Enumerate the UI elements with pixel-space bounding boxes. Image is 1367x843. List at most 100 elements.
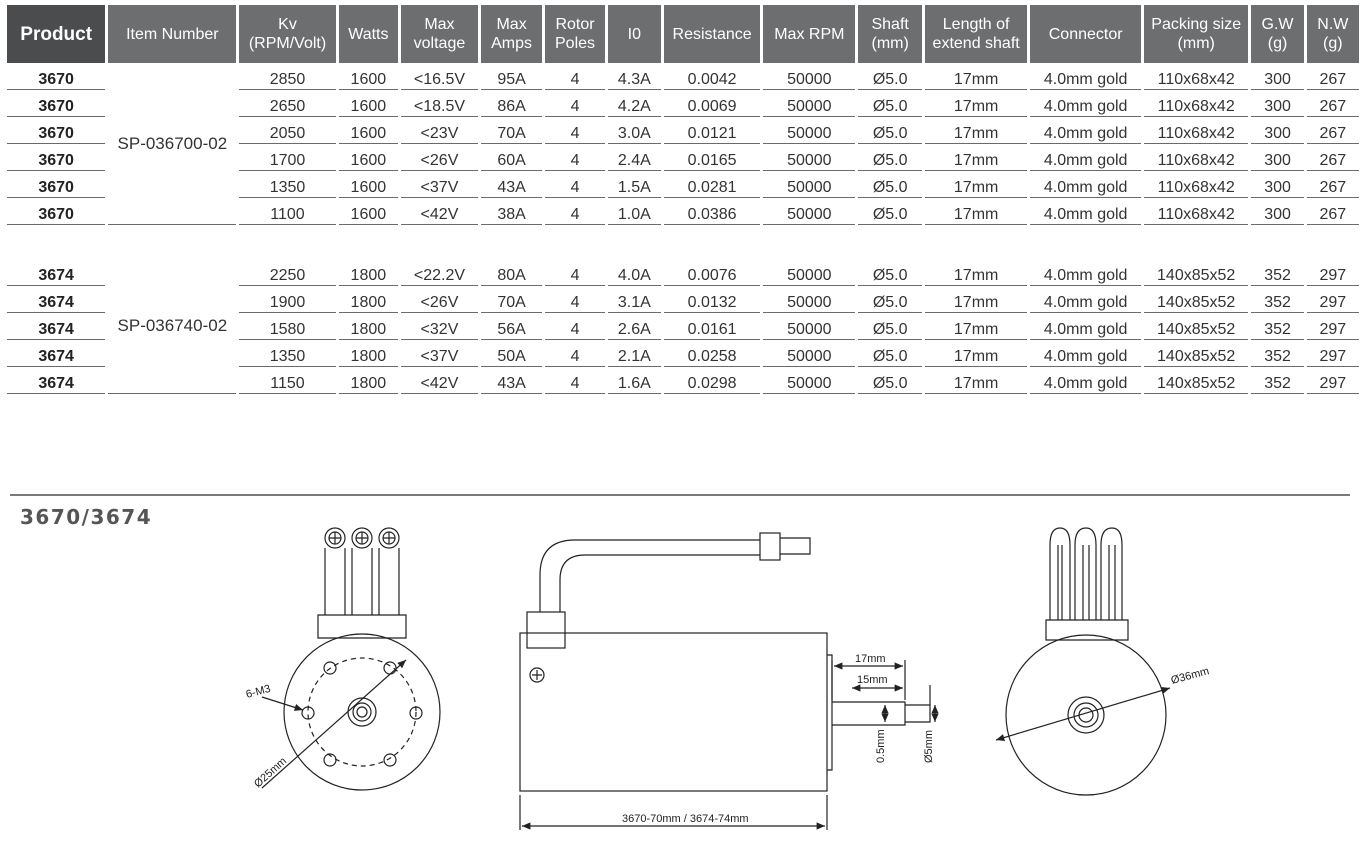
col-packing: Packing size (mm) xyxy=(1143,5,1249,63)
table-cell: <37V xyxy=(401,171,478,198)
table-cell: 17mm xyxy=(924,171,1028,198)
label-17mm: 17mm xyxy=(855,653,886,665)
table-cell: 110x68x42 xyxy=(1143,198,1249,225)
table-cell: 4 xyxy=(545,144,605,171)
col-max-amps-l1: Max xyxy=(496,16,527,33)
table-cell: 352 xyxy=(1251,259,1304,286)
table-cell: <42V xyxy=(401,198,478,225)
terminal-screws xyxy=(324,527,400,549)
table-cell: 4.0mm gold xyxy=(1030,286,1141,313)
col-item-number: Item Number xyxy=(108,5,237,63)
table-cell: 140x85x52 xyxy=(1143,313,1249,340)
table-cell: 43A xyxy=(480,367,543,394)
table-cell: 2650 xyxy=(239,90,336,117)
table-cell: 300 xyxy=(1251,144,1304,171)
col-max-voltage-l1: Max xyxy=(424,16,455,33)
table-cell: <26V xyxy=(401,286,478,313)
table-cell: 140x85x52 xyxy=(1143,286,1249,313)
table-cell: 297 xyxy=(1306,286,1359,313)
table-cell: 1800 xyxy=(338,313,399,340)
product-cell: 3674 xyxy=(7,313,106,340)
table-cell: 17mm xyxy=(924,313,1028,340)
col-length-l1: Length of xyxy=(942,16,1010,33)
table-cell: 300 xyxy=(1251,63,1304,90)
col-packing-l1: Packing size xyxy=(1151,16,1242,33)
table-cell: 50000 xyxy=(763,286,856,313)
table-cell: 50000 xyxy=(763,259,856,286)
table-cell: 1150 xyxy=(239,367,336,394)
table-cell: 4.3A xyxy=(607,63,661,90)
table-cell: 2050 xyxy=(239,117,336,144)
table-cell: Ø5.0 xyxy=(858,259,922,286)
table-cell: 1.0A xyxy=(607,198,661,225)
side-view-drawing xyxy=(519,532,939,830)
table-cell: Ø5.0 xyxy=(858,90,922,117)
table-cell: 4 xyxy=(545,367,605,394)
table-cell: 1.5A xyxy=(607,171,661,198)
table-cell: Ø5.0 xyxy=(858,63,922,90)
label-length: 3670-70mm / 3674-74mm xyxy=(622,813,749,825)
table-cell: 2250 xyxy=(239,259,336,286)
table-cell: <26V xyxy=(401,144,478,171)
col-kv-l1: Kv xyxy=(278,16,297,33)
col-max-amps-l2: Amps xyxy=(491,35,533,52)
col-nw-l1: N.W xyxy=(1317,16,1349,33)
table-cell: 267 xyxy=(1306,144,1359,171)
table-cell: 2.1A xyxy=(607,340,661,367)
col-rotor-poles-l1: Rotor xyxy=(555,16,595,33)
table-cell: 1700 xyxy=(239,144,336,171)
product-cell: 3670 xyxy=(7,117,106,144)
table-cell: 17mm xyxy=(924,198,1028,225)
product-cell: 3670 xyxy=(7,90,106,117)
label-d36: Ø36mm xyxy=(1170,665,1211,687)
table-cell: 0.0165 xyxy=(663,144,761,171)
product-cell: 3670 xyxy=(7,171,106,198)
table-cell: 17mm xyxy=(924,63,1028,90)
table-cell: 267 xyxy=(1306,117,1359,144)
table-cell: 4.2A xyxy=(607,90,661,117)
rear-view-drawing xyxy=(995,527,1171,796)
table-cell: 50000 xyxy=(763,313,856,340)
table-cell: <32V xyxy=(401,313,478,340)
table-cell: 0.0121 xyxy=(663,117,761,144)
table-cell: 17mm xyxy=(924,286,1028,313)
table-cell: 50000 xyxy=(763,367,856,394)
table-cell: 300 xyxy=(1251,171,1304,198)
product-cell: 3670 xyxy=(7,198,106,225)
table-cell: Ø5.0 xyxy=(858,171,922,198)
col-kv-l2: (RPM/Volt) xyxy=(248,35,327,52)
col-shaft-l2: (mm) xyxy=(871,35,909,52)
table-cell: 17mm xyxy=(924,144,1028,171)
col-gw: G.W(g) xyxy=(1251,5,1304,63)
table-cell: 2850 xyxy=(239,63,336,90)
table-cell: 4 xyxy=(545,198,605,225)
table-cell: 17mm xyxy=(924,340,1028,367)
col-connector: Connector xyxy=(1030,5,1141,63)
table-cell: 50000 xyxy=(763,117,856,144)
table-cell: 0.0258 xyxy=(663,340,761,367)
table-cell: 17mm xyxy=(924,367,1028,394)
col-packing-l2: (mm) xyxy=(1177,35,1215,52)
table-cell: 4 xyxy=(545,259,605,286)
table-cell: 1350 xyxy=(239,340,336,367)
table-cell: 300 xyxy=(1251,117,1304,144)
table-cell: 50000 xyxy=(763,144,856,171)
table-cell: 38A xyxy=(480,198,543,225)
table-cell: 0.0132 xyxy=(663,286,761,313)
table-cell: 297 xyxy=(1306,340,1359,367)
table-cell: 95A xyxy=(480,63,543,90)
table-cell: 17mm xyxy=(924,259,1028,286)
table-cell: 4 xyxy=(545,171,605,198)
table-cell: 1600 xyxy=(338,198,399,225)
table-cell: 2.4A xyxy=(607,144,661,171)
table-cell: Ø5.0 xyxy=(858,340,922,367)
table-cell: 50000 xyxy=(763,198,856,225)
